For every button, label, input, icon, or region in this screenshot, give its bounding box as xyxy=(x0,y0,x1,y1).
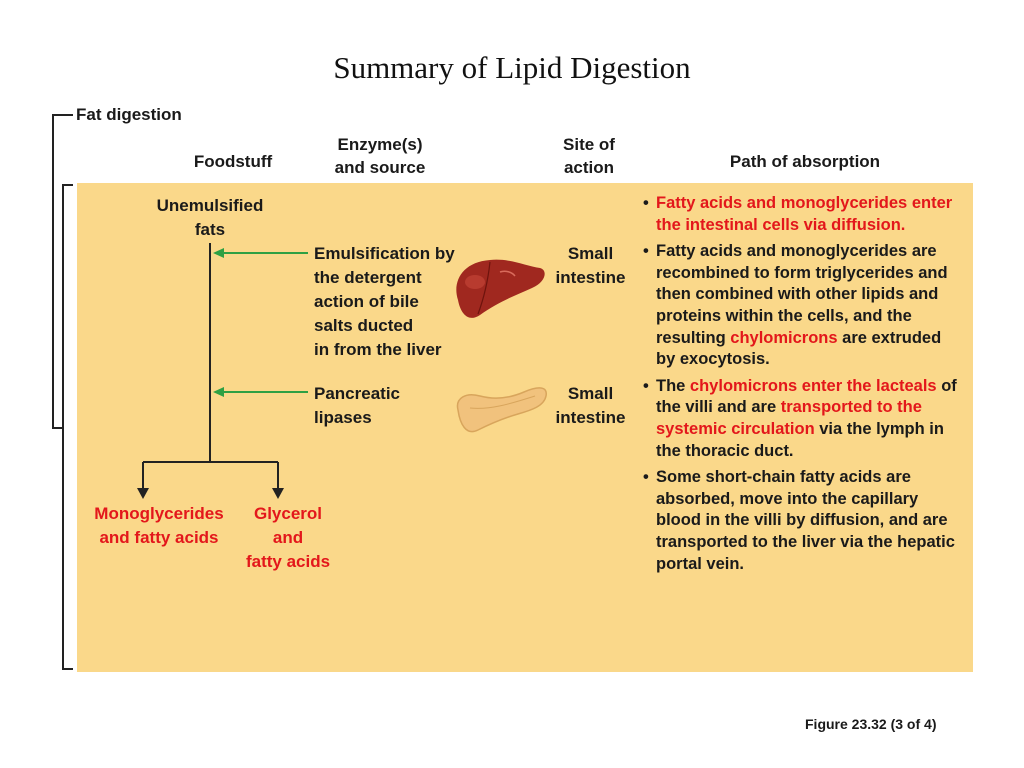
header-enzyme: Enzyme(s)and source xyxy=(334,135,426,177)
absorption-bullet-1: •Fatty acids and monoglycerides enter th… xyxy=(643,194,953,234)
outer-bracket xyxy=(52,114,73,429)
inner-bracket xyxy=(62,184,73,670)
figure-reference: Figure 23.32 (3 of 4) xyxy=(805,716,937,732)
slide-title: Summary of Lipid Digestion xyxy=(333,50,691,85)
absorption-bullet-4: •Some short-chain fatty acids are absorb… xyxy=(643,468,955,573)
header-foodstuff: Foodstuff xyxy=(193,152,273,171)
absorption-bullet-3: •The chylomicrons enter the lacteals of … xyxy=(643,376,957,460)
section-label: Fat digestion xyxy=(76,105,182,124)
header-path: Path of absorption xyxy=(729,152,881,171)
absorption-bullet-2: •Fatty acids and monoglycerides are reco… xyxy=(643,242,948,369)
absorption-list: •Fatty acids and monoglycerides enter th… xyxy=(643,193,963,580)
